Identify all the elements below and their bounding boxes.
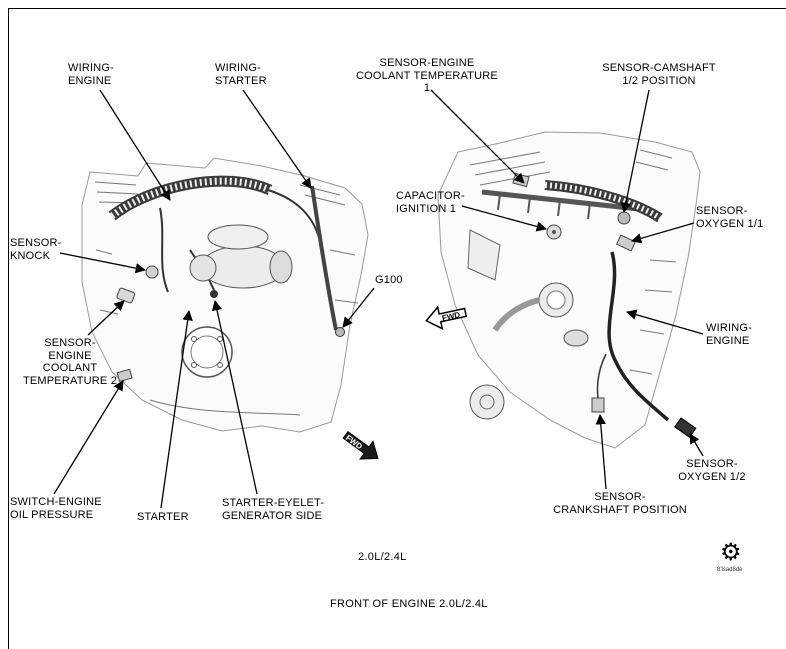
- leader-capacitor-ignition: [461, 205, 548, 232]
- leader-switch-oil-pressure: [53, 380, 124, 495]
- label-sensor-coolant-1: SENSOR-ENGINE COOLANT TEMPERATURE 1: [356, 57, 498, 94]
- leader-sensor-coolant-1: [430, 89, 525, 184]
- label-wiring-engine-right: WIRING- ENGINE: [706, 322, 753, 347]
- gear-icon: ⚙: [720, 539, 742, 566]
- leader-sensor-oxygen-12: [689, 433, 704, 457]
- fwd-arrow-right-label: FWD: [441, 310, 461, 323]
- engine-sketch-right: [437, 131, 701, 449]
- leader-sensor-oxygen-11: [631, 222, 695, 244]
- label-capacitor-ignition: CAPACITOR- IGNITION 1: [396, 190, 465, 215]
- label-wiring-engine-left: WIRING- ENGINE: [68, 62, 115, 87]
- diagram-title: FRONT OF ENGINE 2.0L/2.4L: [330, 598, 488, 610]
- leader-starter: [160, 309, 193, 509]
- leader-wiring-starter: [242, 89, 312, 189]
- label-starter: STARTER: [137, 511, 189, 523]
- label-g100: G100: [375, 274, 403, 286]
- label-sensor-camshaft: SENSOR-CAMSHAFT 1/2 POSITION: [602, 62, 716, 87]
- leader-sensor-knock: [59, 252, 147, 274]
- engine-size-caption: 2.0L/2.4L: [358, 551, 407, 563]
- leader-lines: [53, 89, 704, 509]
- label-sensor-knock: SENSOR- KNOCK: [10, 237, 62, 262]
- label-starter-eyelet: STARTER-EYELET- GENERATOR SIDE: [222, 497, 325, 522]
- fwd-arrow-right-icon: FWD: [425, 305, 468, 330]
- engine-sketch-left: [81, 157, 369, 433]
- leader-sensor-camshaft: [620, 89, 650, 214]
- label-sensor-crankshaft: SENSOR- CRANKSHAFT POSITION: [553, 491, 687, 516]
- label-sensor-coolant-2: SENSOR- ENGINE COOLANT TEMPERATURE 2: [22, 337, 118, 387]
- label-sensor-oxygen-11: SENSOR- OXYGEN 1/1: [696, 205, 764, 230]
- label-wiring-starter: WIRING- STARTER: [215, 62, 267, 87]
- leader-starter-eyelet: [211, 299, 258, 495]
- leader-g100: [342, 287, 375, 328]
- leader-wiring-engine-right: [626, 309, 704, 335]
- leader-sensor-crankshaft: [595, 413, 607, 490]
- leader-wiring-engine-left: [99, 89, 171, 201]
- label-sensor-oxygen-12: SENSOR- OXYGEN 1/2: [678, 458, 746, 483]
- fwd-arrow-left-icon: FWD: [342, 430, 379, 460]
- leader-sensor-coolant-2: [87, 300, 125, 336]
- watermark-text: 8'lsad8de: [717, 567, 743, 573]
- label-switch-oil-pressure: SWITCH-ENGINE OIL PRESSURE: [10, 496, 102, 521]
